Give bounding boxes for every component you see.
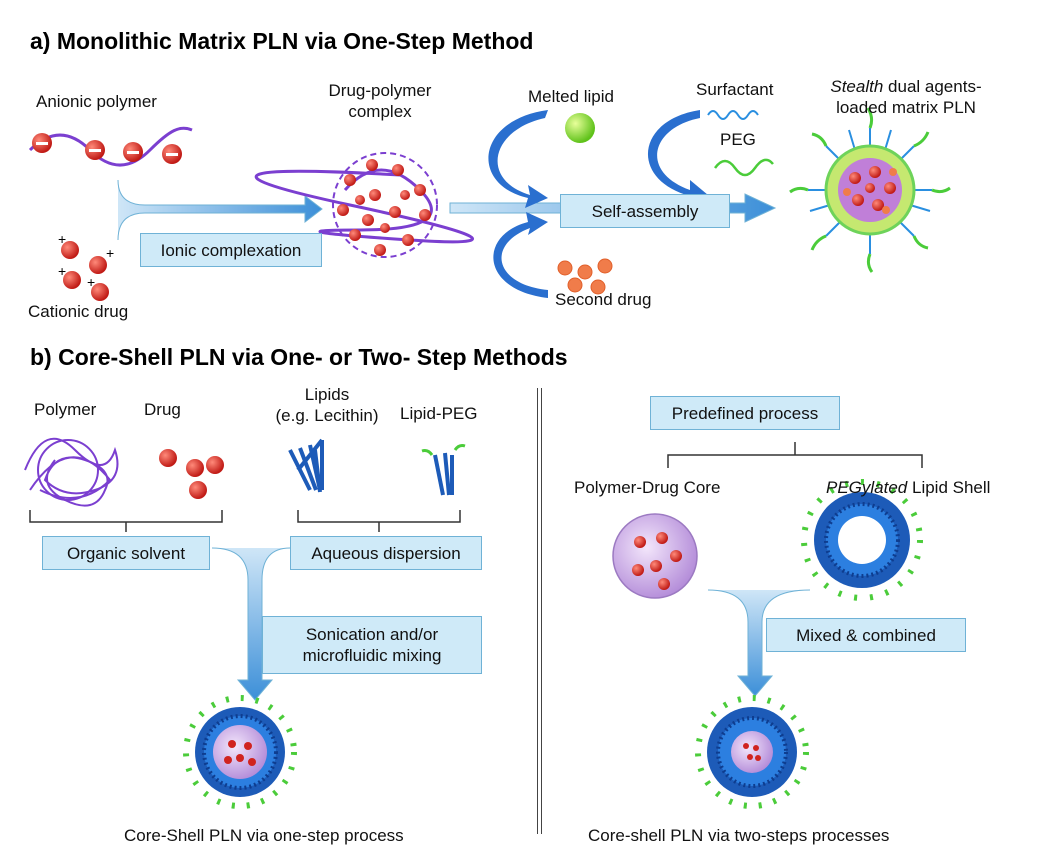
cationic-drug-label: Cationic drug xyxy=(28,302,129,321)
svg-text:+: + xyxy=(58,263,66,279)
merge-arrow xyxy=(117,179,323,241)
polymer-label: Polymer xyxy=(34,400,97,419)
lipid-peg-icon xyxy=(421,444,466,496)
stealth-line2: loaded matrix PLN xyxy=(836,98,976,117)
stealth-matrix-pln-icon xyxy=(789,107,951,273)
anionic-polymer-label: Anionic polymer xyxy=(36,92,157,111)
organic-solvent-box: Organic solvent xyxy=(42,536,210,570)
panel-a-heading: a) Monolithic Matrix PLN via One-Step Me… xyxy=(30,28,534,54)
stealth-pln-label: Stealth dual agents- loaded matrix PLN xyxy=(806,76,1006,118)
pegylated-lipid-shell-icon xyxy=(801,479,923,601)
drug-polymer-complex-line2: complex xyxy=(348,102,412,121)
core-shell-one-step-caption: Core-Shell PLN via one-step process xyxy=(124,826,404,845)
surfactant-arrow xyxy=(647,110,708,205)
predefined-process-label: Predefined process xyxy=(671,403,819,423)
second-drug-icons xyxy=(557,258,613,295)
ionic-complexation-box: Ionic complexation xyxy=(140,233,322,267)
bracket-aqueous xyxy=(297,510,461,532)
ionic-complexation-label: Ionic complexation xyxy=(160,240,302,260)
predefined-process-box: Predefined process xyxy=(650,396,840,430)
lipids-icon xyxy=(288,438,324,493)
peg-icon xyxy=(713,158,774,177)
pegylated-rest: Lipid Shell xyxy=(907,478,991,497)
panel-b-heading: b) Core-Shell PLN via One- or Two- Step … xyxy=(30,344,568,370)
pegylated-italic: PEGylated xyxy=(826,478,908,497)
drug-dots-icon xyxy=(159,449,224,499)
cationic-drug-icons: + + + + xyxy=(58,231,114,301)
second-drug-arrow xyxy=(493,212,548,298)
sonication-box: Sonication and/or microfluidic mixing xyxy=(262,616,482,674)
drug-polymer-complex-line1: Drug-polymer xyxy=(328,81,432,100)
polymer-coil-icon xyxy=(24,437,119,507)
bracket-organic xyxy=(29,510,223,532)
aqueous-dispersion-box: Aqueous dispersion xyxy=(290,536,482,570)
sonication-line2: microfluidic mixing xyxy=(302,646,442,665)
surfactant-icon xyxy=(707,110,759,120)
lipids-line1: Lipids xyxy=(304,385,350,404)
surfactant-label: Surfactant xyxy=(696,80,774,99)
panel-divider xyxy=(537,388,542,834)
svg-text:+: + xyxy=(58,231,66,247)
merge-arrow-left xyxy=(211,547,291,701)
pegylated-lipid-shell-label: PEGylated Lipid Shell xyxy=(826,478,990,498)
self-assembly-label: Self-assembly xyxy=(591,201,699,221)
drug-polymer-complex-label: Drug-polymer complex xyxy=(300,80,460,122)
organic-solvent-label: Organic solvent xyxy=(66,543,186,563)
mixed-combined-label: Mixed & combined xyxy=(796,625,936,645)
lipids-line2: (e.g. Lecithin) xyxy=(275,406,379,425)
stealth-line1-rest: dual agents- xyxy=(883,77,982,96)
core-shell-two-step-caption: Core-shell PLN via two-steps processes xyxy=(588,826,890,845)
mixed-combined-box: Mixed & combined xyxy=(766,618,966,652)
polymer-drug-core-label: Polymer-Drug Core xyxy=(574,478,721,497)
self-assembly-box: Self-assembly xyxy=(560,194,730,228)
melted-lipid-label: Melted lipid xyxy=(528,87,614,106)
core-shell-pln-right-icon xyxy=(695,695,809,809)
aqueous-dispersion-label: Aqueous dispersion xyxy=(311,543,461,563)
stealth-italic: Stealth xyxy=(830,77,884,96)
lipids-label: Lipids (e.g. Lecithin) xyxy=(262,384,392,426)
melted-lipid-arrow xyxy=(488,110,548,208)
second-drug-label: Second drug xyxy=(555,290,652,309)
core-shell-pln-left-icon xyxy=(183,695,297,809)
negative-charge-icons xyxy=(32,133,182,164)
lipid-peg-label: Lipid-PEG xyxy=(400,404,478,423)
drug-polymer-complex-icon xyxy=(254,152,474,258)
drug-label: Drug xyxy=(144,400,181,419)
sonication-line1: Sonication and/or xyxy=(305,625,439,644)
bracket-predefined xyxy=(667,442,923,468)
peg-label: PEG xyxy=(720,130,756,149)
melted-lipid-icon xyxy=(565,113,595,143)
svg-text:+: + xyxy=(87,274,95,290)
svg-text:+: + xyxy=(106,245,114,261)
anionic-polymer-chain xyxy=(28,126,193,167)
polymer-drug-core-icon xyxy=(612,513,698,599)
